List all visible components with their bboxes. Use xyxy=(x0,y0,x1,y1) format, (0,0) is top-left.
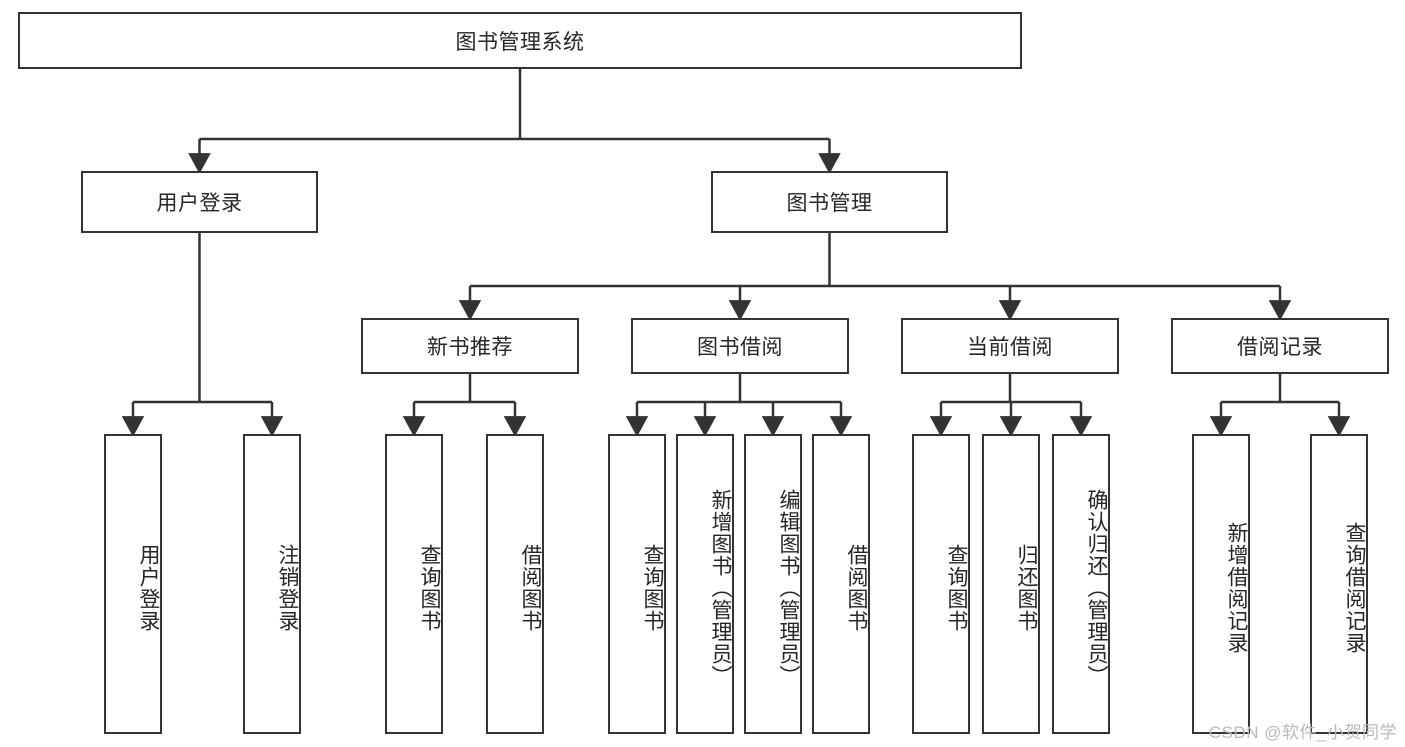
node-l_nb_query[interactable]: 查询图书 xyxy=(385,434,443,734)
node-l_user_logout[interactable]: 注销登录 xyxy=(243,434,301,734)
node-l_cu_return[interactable]: 归还图书 xyxy=(982,434,1040,734)
node-label: 图书借阅 xyxy=(697,336,783,359)
node-label: 借阅图书 xyxy=(519,544,542,632)
node-label: 用户登录 xyxy=(137,544,160,632)
node-l_cu_confirm[interactable]: 确认归还（管理员） xyxy=(1052,434,1110,734)
node-label: 新书推荐 xyxy=(427,336,513,359)
node-label: 查询借阅记录 xyxy=(1343,522,1366,654)
node-label: 图书管理系统 xyxy=(455,30,585,54)
node-l_bw_query[interactable]: 查询图书 xyxy=(608,434,666,734)
node-l_cu_query[interactable]: 查询图书 xyxy=(912,434,970,734)
node-l_bw_edit[interactable]: 编辑图书（管理员） xyxy=(744,434,802,734)
node-label: 编辑图书（管理员） xyxy=(777,489,800,687)
node-label: 确认归还（管理员） xyxy=(1085,489,1108,687)
node-l_user_login[interactable]: 用户登录 xyxy=(104,434,162,734)
node-l_nb_borrow[interactable]: 借阅图书 xyxy=(486,434,544,734)
node-n_current[interactable]: 当前借阅 xyxy=(901,318,1119,374)
node-label: 借阅图书 xyxy=(845,544,868,632)
node-n_user_login[interactable]: 用户登录 xyxy=(81,171,318,233)
node-label: 新增图书（管理员） xyxy=(709,489,732,687)
node-l_bw_add[interactable]: 新增图书（管理员） xyxy=(676,434,734,734)
node-label: 用户登录 xyxy=(156,192,243,215)
node-n_book_mgmt[interactable]: 图书管理 xyxy=(711,171,948,233)
node-label: 查询图书 xyxy=(641,544,664,632)
watermark-text: CSDN @软件_小贺同学 xyxy=(1208,723,1397,742)
node-label: 归还图书 xyxy=(1015,544,1038,632)
node-l_rc_add[interactable]: 新增借阅记录 xyxy=(1192,434,1250,734)
node-root[interactable]: 图书管理系统 xyxy=(18,12,1022,69)
node-n_borrow[interactable]: 图书借阅 xyxy=(631,318,849,374)
node-label: 注销登录 xyxy=(276,544,299,632)
node-label: 当前借阅 xyxy=(967,336,1053,359)
node-label: 查询图书 xyxy=(418,544,441,632)
node-label: 新增借阅记录 xyxy=(1225,522,1248,654)
node-n_new_books[interactable]: 新书推荐 xyxy=(361,318,579,374)
node-label: 查询图书 xyxy=(945,544,968,632)
node-label: 图书管理 xyxy=(786,192,873,215)
node-l_rc_query[interactable]: 查询借阅记录 xyxy=(1310,434,1368,734)
node-l_bw_borrow[interactable]: 借阅图书 xyxy=(812,434,870,734)
node-label: 借阅记录 xyxy=(1237,336,1323,359)
node-n_records[interactable]: 借阅记录 xyxy=(1171,318,1389,374)
